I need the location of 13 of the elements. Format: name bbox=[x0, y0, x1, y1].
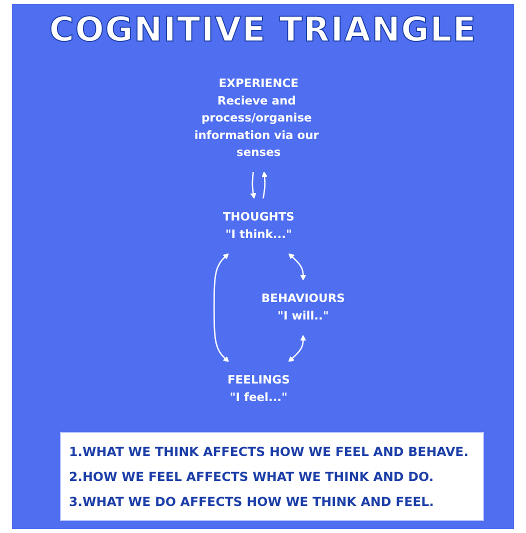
note-text: 1.WHAT WE THINK AFFECTS HOW WE FEEL AND BEHAVE. bbox=[69, 443, 470, 461]
note-text: 2.HOW WE FEEL AFFECTS WHAT WE THINK AND DO. bbox=[69, 468, 435, 486]
node-text: FEELINGS "I feel..." bbox=[227, 373, 290, 404]
title: COGNITIVE TRIANGLE bbox=[49, 10, 477, 50]
arrow bbox=[262, 171, 268, 199]
node-text: BEHAVIOURS "I will.." bbox=[261, 292, 345, 322]
arrow bbox=[288, 253, 306, 281]
node-text: EXPERIENCE Recieve and process/organise information via our senses bbox=[194, 76, 319, 160]
note-text: 3.WHAT WE DO AFFECTS HOW WE THINK AND FEEL. bbox=[69, 493, 435, 511]
arrow bbox=[288, 334, 306, 362]
arrow bbox=[213, 253, 230, 362]
arrow bbox=[250, 172, 256, 199]
node-text: THOUGHTS "I think..." bbox=[222, 210, 294, 241]
